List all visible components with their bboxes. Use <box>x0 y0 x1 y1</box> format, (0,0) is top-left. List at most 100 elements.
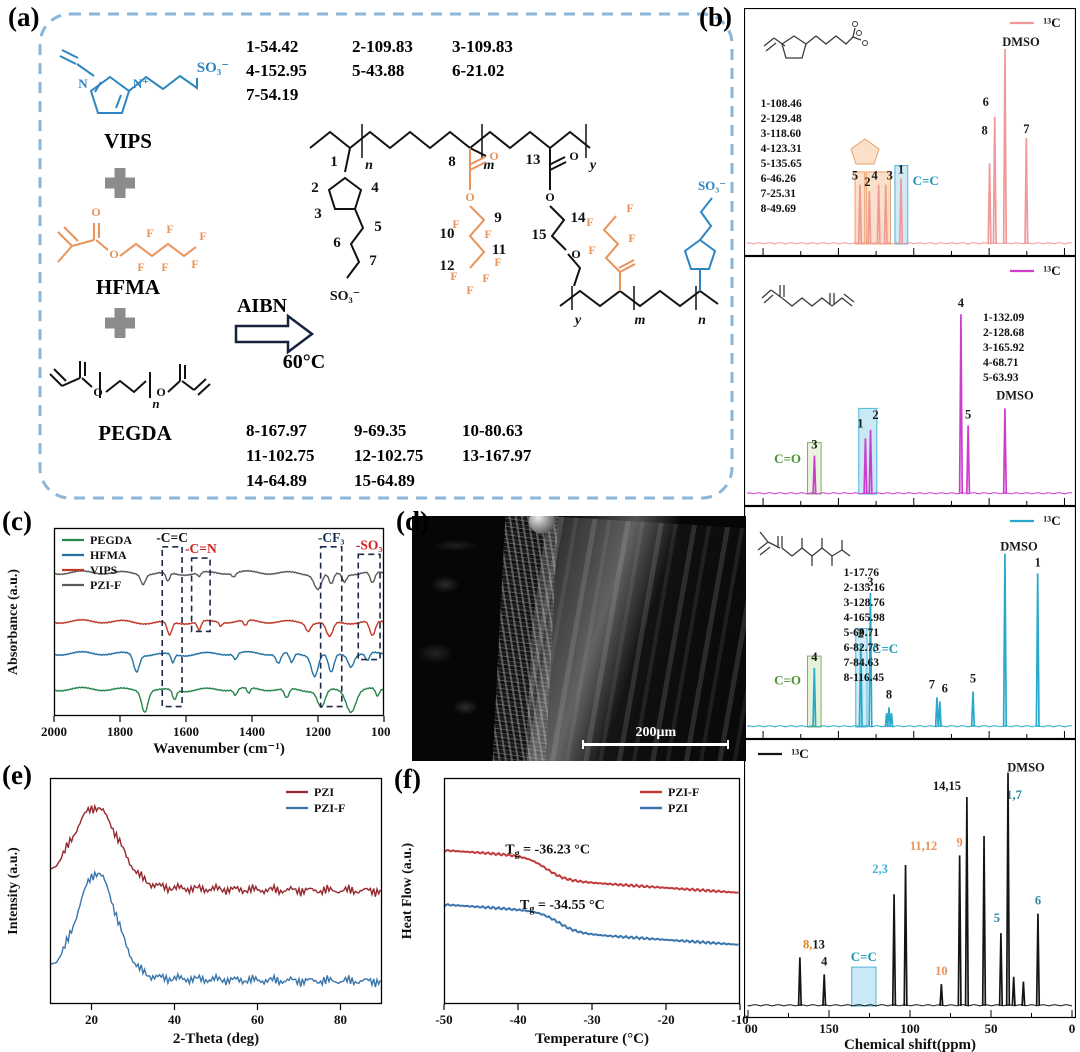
panel-label-a: (a) <box>8 2 40 32</box>
svg-text:PZI-F: PZI-F <box>90 578 121 592</box>
svg-text:2-Theta (deg): 2-Theta (deg) <box>173 1031 259 1047</box>
atom-number: 5 <box>374 219 382 235</box>
svg-text:2,3: 2,3 <box>872 862 888 876</box>
svg-text:4: 4 <box>872 169 879 183</box>
reaction-arrow <box>234 313 315 355</box>
svg-text:C=O: C=O <box>774 672 801 687</box>
svg-text:1,7: 1,7 <box>1006 788 1022 802</box>
svg-text:2-135.16: 2-135.16 <box>844 582 885 594</box>
sem-membrane-surface <box>525 516 746 761</box>
svg-text:4: 4 <box>958 296 965 310</box>
atom-label: F <box>161 260 168 274</box>
svg-text:1: 1 <box>857 416 863 430</box>
svg-text:5: 5 <box>965 408 971 422</box>
svg-text:-50: -50 <box>435 1012 452 1027</box>
atom-label: n <box>365 158 373 173</box>
svg-text:4: 4 <box>811 650 818 664</box>
svg-text:C=C: C=C <box>913 173 939 188</box>
plus-icon <box>105 168 135 198</box>
svg-text:4-123.31: 4-123.31 <box>761 143 802 155</box>
sem-particle <box>528 516 555 534</box>
svg-text:7: 7 <box>1023 122 1029 136</box>
svg-text:VIPS: VIPS <box>90 563 118 577</box>
svg-text:PZI: PZI <box>314 785 334 799</box>
svg-text:40: 40 <box>168 1012 181 1027</box>
atom-label: F <box>588 243 595 257</box>
atom-label: O <box>569 149 578 163</box>
scale-bar-label: 200μm <box>635 725 677 741</box>
svg-text:5: 5 <box>970 672 976 686</box>
svg-text:1-108.46: 1-108.46 <box>761 98 802 110</box>
svg-text:Temperature (°C): Temperature (°C) <box>535 1031 649 1047</box>
svg-text:4: 4 <box>821 954 828 968</box>
svg-text:-30: -30 <box>583 1012 600 1027</box>
atom-label: m <box>635 313 646 328</box>
svg-text:5-60.71: 5-60.71 <box>844 627 880 639</box>
atom-label: F <box>450 269 457 283</box>
panel-label-f: (f) <box>394 764 421 794</box>
vips-structure-inset <box>763 21 868 59</box>
monomer-label-hfma: HFMA <box>96 275 161 299</box>
atom-label: O <box>109 247 118 261</box>
svg-text:20: 20 <box>85 1012 98 1027</box>
svg-text:2: 2 <box>872 408 878 422</box>
svg-text:1400: 1400 <box>239 724 265 739</box>
atom-number: 10 <box>440 226 455 242</box>
svg-text:5-63.93: 5-63.93 <box>983 372 1019 384</box>
product-structure: n m y SO₃⁻ O O F F F F F F <box>309 124 726 328</box>
svg-text:¹³C: ¹³C <box>1043 15 1060 30</box>
atom-numbers: 1 2 3 4 5 6 7 8 9 10 11 12 13 14 15 <box>311 152 586 274</box>
svg-text:3-165.92: 3-165.92 <box>983 342 1024 354</box>
sem-left-texture <box>412 516 746 761</box>
atom-number: 13 <box>526 152 541 168</box>
svg-text:2: 2 <box>864 175 870 189</box>
svg-text:6: 6 <box>983 95 989 109</box>
pegda-structure-inset <box>761 285 855 307</box>
atom-label: y <box>588 158 597 173</box>
svg-text:5: 5 <box>852 169 858 183</box>
svg-text:3: 3 <box>811 437 817 451</box>
sem-image: 200μm <box>412 516 746 761</box>
svg-text:6: 6 <box>942 681 948 695</box>
panel-label-c: (c) <box>2 506 32 536</box>
svg-text:1-132.09: 1-132.09 <box>983 312 1024 324</box>
atom-label: F <box>482 271 489 285</box>
svg-text:1: 1 <box>1035 555 1041 569</box>
svg-text:-CF₃: -CF₃ <box>318 530 345 545</box>
svg-text:PZI-F: PZI-F <box>314 801 345 815</box>
svg-text:1-17.76: 1-17.76 <box>844 567 880 579</box>
atom-label: O <box>93 385 102 399</box>
atom-number: 6 <box>333 235 341 251</box>
svg-text:150: 150 <box>819 1021 839 1036</box>
shift-assignment: 8-167.97 <box>246 421 307 440</box>
atom-label: O <box>465 190 474 204</box>
atom-label: O <box>489 149 498 163</box>
shift-assignment: 11-102.75 <box>246 446 314 465</box>
svg-text:C=C: C=C <box>851 949 877 964</box>
atom-label: y <box>573 313 582 328</box>
atom-number: 8 <box>448 154 456 170</box>
svg-text:10: 10 <box>935 964 948 978</box>
plus-icon <box>105 308 135 338</box>
svg-text:-C=C: -C=C <box>156 530 188 545</box>
svg-text:-SO₃: -SO₃ <box>356 537 383 552</box>
atom-label: F <box>199 229 206 243</box>
svg-text:50: 50 <box>985 1021 998 1036</box>
svg-text:8,13: 8,13 <box>803 937 825 951</box>
atom-label: F <box>452 217 459 231</box>
ring-highlight-inset <box>850 138 880 165</box>
initiator-label: AIBN <box>237 295 288 317</box>
atom-label: F <box>628 231 635 245</box>
svg-text:HFMA: HFMA <box>90 548 127 562</box>
svg-text:Wavenumber (cm⁻¹): Wavenumber (cm⁻¹) <box>153 741 285 757</box>
svg-text:C=C: C=C <box>872 641 898 656</box>
atom-label: N <box>78 76 88 91</box>
svg-text:Intensity (a.u.): Intensity (a.u.) <box>6 847 21 935</box>
shift-assignment: 14-64.89 <box>246 471 307 490</box>
svg-text:5-135.65: 5-135.65 <box>761 158 802 170</box>
shift-list-top: 1-54.42 2-109.83 3-109.83 4-152.95 5-43.… <box>246 37 513 104</box>
